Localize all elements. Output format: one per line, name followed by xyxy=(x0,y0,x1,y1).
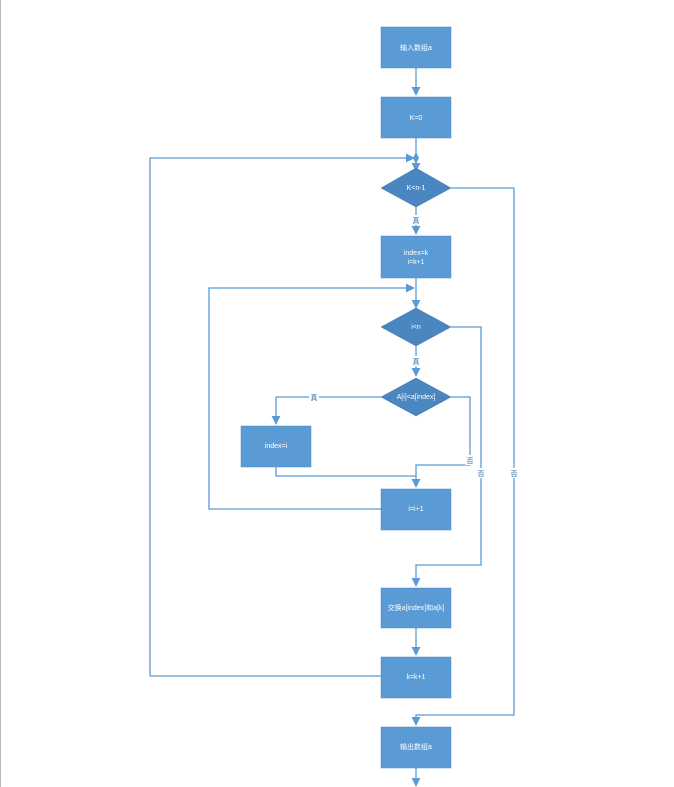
node-k-increment[interactable]: k=k+1 xyxy=(380,656,452,699)
edge-i-increment-loop xyxy=(208,283,415,510)
node-k-increment-label: k=k+1 xyxy=(406,674,425,681)
edge-compare-true xyxy=(271,396,381,425)
node-input[interactable]: 输入数组a xyxy=(380,26,452,69)
node-swap-label: 交换a[index]和a[k] xyxy=(388,603,445,612)
label-no-inner: 否 xyxy=(478,470,485,478)
node-cond-compare-label: A[i]<a[index] xyxy=(397,394,436,401)
node-index-assign[interactable]: index=i xyxy=(240,425,312,468)
edge-cond-inner-false xyxy=(411,326,482,587)
node-cond-compare[interactable]: A[i]<a[index] xyxy=(380,377,452,417)
node-output-label: 输出数组a xyxy=(400,742,432,751)
edge-labels: 真 真 真 否 否 否 xyxy=(309,215,519,478)
node-i-increment-label: i=i+1 xyxy=(408,506,423,513)
node-index-assign-label: index=i xyxy=(265,443,288,450)
node-cond-outer[interactable]: K<n-1 xyxy=(380,167,452,208)
label-yes-outer: 真 xyxy=(413,216,420,225)
node-swap[interactable]: 交换a[index]和a[k] xyxy=(380,587,452,629)
edge-index-assign-to-join xyxy=(275,467,416,477)
node-cond-inner[interactable]: i<n xyxy=(380,307,452,347)
label-yes-inner: 真 xyxy=(413,357,420,366)
node-index-init-line1: index=k xyxy=(404,250,429,257)
label-yes-compare: 真 xyxy=(311,393,318,402)
edge-k-increment-loop xyxy=(149,153,415,677)
node-k-init[interactable]: K=0 xyxy=(380,96,452,139)
label-no-compare: 否 xyxy=(467,457,474,465)
left-border-line xyxy=(0,0,1,787)
node-cond-inner-label: i<n xyxy=(411,324,421,331)
edge-cond-outer-false xyxy=(411,187,515,726)
node-input-label: 输入数组a xyxy=(400,43,432,52)
node-index-init[interactable]: index=k i=k+1 xyxy=(380,235,452,279)
node-cond-outer-label: K<n-1 xyxy=(407,185,426,192)
node-k-init-label: K=0 xyxy=(410,115,423,122)
node-index-init-line2: i=k+1 xyxy=(407,259,424,266)
label-no-outer: 否 xyxy=(511,470,518,478)
node-i-increment[interactable]: i=i+1 xyxy=(380,488,452,531)
node-output[interactable]: 输出数组a xyxy=(380,726,452,769)
connectors xyxy=(149,68,515,787)
